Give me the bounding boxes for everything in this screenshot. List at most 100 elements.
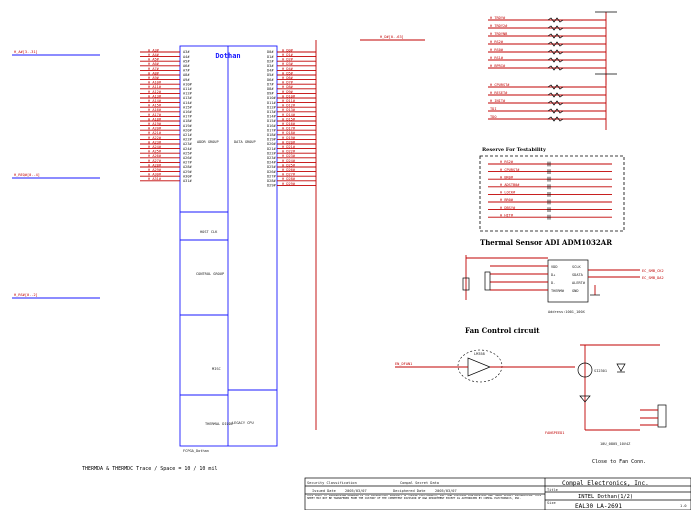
- chip-pin-right: D7#: [267, 82, 274, 86]
- reserve-title: Reserve For Testability: [482, 147, 547, 153]
- tb-doc: EAL30 LA-2691: [575, 503, 622, 510]
- net-right: H_D13#: [282, 108, 296, 112]
- net-left: H_A12#: [148, 90, 162, 94]
- chip-pin-left: A12#: [183, 92, 192, 96]
- resistor: [547, 33, 564, 39]
- net-left: H_A29#: [148, 168, 162, 172]
- reserve-net: H_BR0#: [500, 175, 514, 179]
- net-right: H_D22#: [282, 150, 296, 154]
- chip-right-wires: H_D0#H_D1#H_D2#H_D3#H_D4#H_D5#H_D6#H_D7#…: [277, 48, 316, 186]
- chip-pin-left: A3#: [183, 50, 190, 54]
- chip-pin-left: A15#: [183, 105, 192, 109]
- net-left: H_A3#: [148, 48, 160, 52]
- tb-issued-date: 2005/03/07: [345, 489, 367, 493]
- resistor-net: H_RS0#: [490, 48, 504, 52]
- resistor: [547, 100, 564, 106]
- net-left: H_A15#: [148, 104, 162, 108]
- net-right: H_D25#: [282, 163, 296, 167]
- chip-pin-right: D5#: [267, 73, 274, 77]
- net-right: H_D26#: [282, 168, 296, 172]
- net-right: H_D21#: [282, 145, 296, 149]
- net-left: H_A13#: [148, 94, 162, 98]
- net-right: H_D7#: [282, 81, 294, 85]
- cpu-chip: Dothan ADDR GROUP DATA GROUP HOST CLK CO…: [140, 45, 316, 453]
- chip-group-control: CONTROL GROUP: [196, 272, 224, 276]
- reserve-net: H_ADSTB0#: [500, 183, 520, 187]
- chip-group-addr: ADDR GROUP: [197, 140, 219, 144]
- net-right: H_D3#: [282, 62, 294, 66]
- close-to-fan-note: Close to Fan Conn.: [592, 459, 646, 465]
- chip-pin-left: A8#: [183, 73, 190, 77]
- resistor: [547, 25, 564, 31]
- chip-pin-left: A31#: [183, 179, 192, 183]
- resistor-net: H_RS1#: [490, 56, 504, 60]
- net-right: H_D1#: [282, 53, 294, 57]
- net-left: H_A19#: [148, 122, 162, 126]
- chip-group-legacy: LEGACY CPU: [232, 421, 254, 425]
- resistor: [547, 17, 564, 23]
- fan-connector[interactable]: [657, 404, 667, 428]
- chip-outline: [179, 45, 278, 447]
- chip-pin-left: A23#: [183, 142, 192, 146]
- top-resistor-bank: H_TRDY#H_TRDY2#H_TRDYNBH_RS2#H_RS0#H_RS1…: [488, 11, 617, 85]
- resistor-net: H_TRDY2#: [490, 24, 508, 28]
- net-left: H_A10#: [148, 81, 162, 85]
- sensor-pin-left: THERM#: [551, 289, 565, 293]
- net-right: H_D14#: [282, 113, 296, 117]
- net-right: H_D27#: [282, 173, 296, 177]
- net-right: H_D20#: [282, 140, 296, 144]
- chip-pin-left: A17#: [183, 115, 192, 119]
- net-left: H_A8#: [148, 71, 160, 75]
- sensor-pin-right: GND: [572, 289, 579, 293]
- net-left: H_A14#: [148, 99, 162, 103]
- chip-pin-right: D18#: [267, 133, 276, 137]
- chip-pin-right: D21#: [267, 147, 276, 151]
- net-right: H_D24#: [282, 159, 296, 163]
- net-right: H_D23#: [282, 154, 296, 158]
- chip-pin-left: A14#: [183, 101, 192, 105]
- chip-pin-right: D10#: [267, 96, 276, 100]
- net-left: H_A22#: [148, 136, 162, 140]
- chip-pin-left: A6#: [183, 64, 190, 68]
- chip-pin-left: A28#: [183, 165, 192, 169]
- chip-group-misc: MISC: [212, 367, 221, 371]
- net-right: H_D12#: [282, 104, 296, 108]
- chip-pin-left: A29#: [183, 170, 192, 174]
- fan-control-section: Fan Control circuit LM358 EN_DFAN1 SI230…: [395, 326, 667, 465]
- chip-pin-right: D19#: [267, 138, 276, 142]
- title-block: Security Classification Compal Secret Da…: [304, 477, 691, 510]
- chip-part-label: FCPGA_Dothan: [183, 449, 209, 453]
- resistor-net: H_RS2#: [490, 40, 504, 44]
- net-left: H_A7#: [148, 67, 160, 71]
- chip-pin-right: D27#: [267, 174, 276, 178]
- fan-opamp-label: LM358: [474, 352, 485, 356]
- reserve-net: H_HIT#: [500, 213, 514, 217]
- resistor-net: H_TRDYNB: [490, 32, 507, 36]
- resistor-net: TDI: [490, 107, 497, 111]
- resistor-net: H_RESET#: [490, 91, 508, 95]
- tb-disclaimer: THIS SHEET OF ENGINEERING DRAWING IS THE…: [307, 495, 542, 500]
- sensor-net-clk: EC_SMB_CK2: [642, 269, 664, 273]
- chip-pin-right: D17#: [267, 128, 276, 132]
- resistor: [547, 84, 564, 90]
- tb-size-label: Size: [547, 501, 556, 505]
- net-left: H_A9#: [148, 76, 160, 80]
- chip-group-hostclk: HOST CLK: [200, 230, 218, 234]
- net-left: H_A6#: [148, 62, 160, 66]
- resistor: [547, 49, 564, 55]
- chip-pin-left: A18#: [183, 119, 192, 123]
- chip-pin-left: A5#: [183, 59, 190, 63]
- fan-cap-label: 10U_0805_10V4Z: [600, 442, 631, 446]
- fan-output-net: FANSPEED1: [545, 431, 564, 435]
- chip-pin-right: D13#: [267, 110, 276, 114]
- chip-left-wires: H_A3#H_A4#H_A5#H_A6#H_A7#H_A8#H_A9#H_A10…: [140, 48, 180, 182]
- chip-pin-right: D29#: [267, 184, 276, 188]
- chip-pin-right: D1#: [267, 55, 274, 59]
- sensor-pin-left: VDD: [551, 265, 558, 269]
- net-right: H_D28#: [282, 177, 296, 181]
- fan-input-net: EN_DFAN1: [395, 362, 412, 366]
- chip-group-therm: THERMAL DIODE: [205, 422, 233, 426]
- chip-name: Dothan: [215, 52, 240, 60]
